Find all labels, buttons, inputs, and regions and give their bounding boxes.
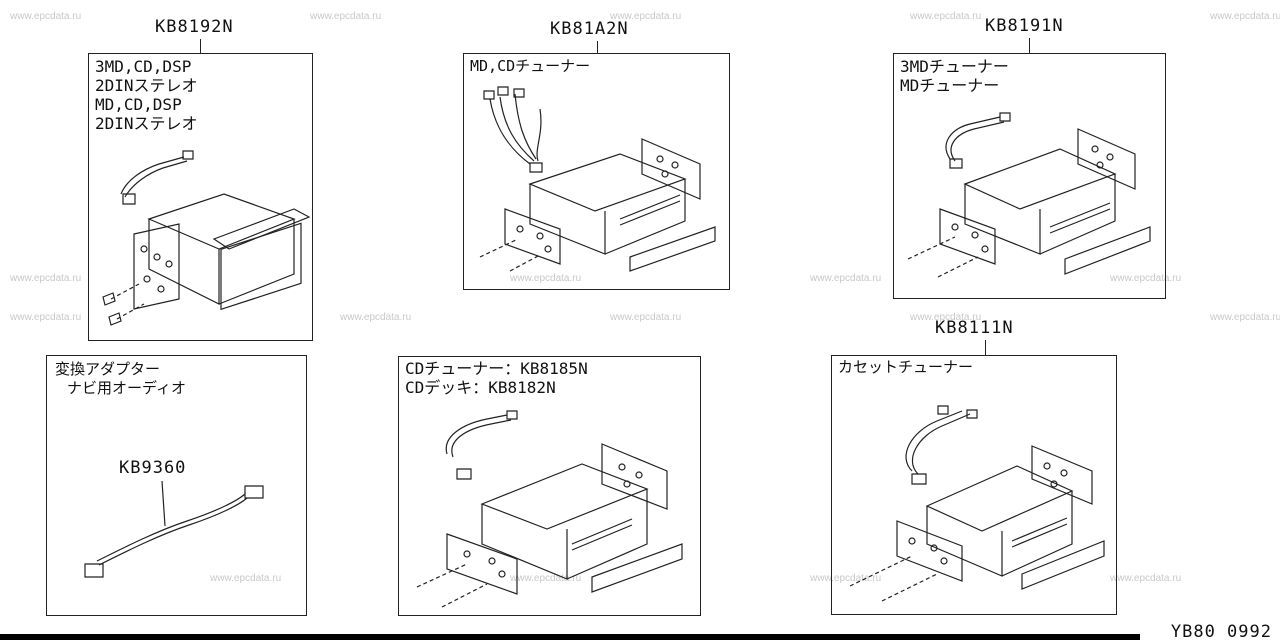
watermark: www.epcdata.ru (810, 273, 882, 284)
part-number-kb8111n: KB8111N (935, 318, 1014, 338)
watermark: www.epcdata.ru (810, 573, 882, 584)
watermark: www.epcdata.ru (10, 273, 82, 284)
watermark: www.epcdata.ru (910, 312, 982, 323)
watermark: www.epcdata.ru (1110, 273, 1182, 284)
double-din-stereo-illustration (99, 139, 304, 334)
panel-cd: CDチューナー：KB8185N CDデッキ：KB8182N (398, 356, 701, 616)
panel-description: 3MD,CD,DSP 2DINステレオ MD,CD,DSP 2DINステレオ (95, 57, 198, 133)
watermark: www.epcdata.ru (10, 312, 82, 323)
part-number-kb8192n: KB8192N (155, 17, 234, 37)
watermark: www.epcdata.ru (510, 273, 582, 284)
part-number-kb81a2n: KB81A2N (550, 19, 629, 39)
description-line: MDチューナー (900, 76, 1000, 95)
description-line: MD,CDチューナー (470, 57, 591, 75)
leader-line (985, 340, 986, 355)
panel-description: CDチューナー：KB8185N CDデッキ：KB8182N (405, 359, 588, 397)
watermark: www.epcdata.ru (1210, 312, 1280, 323)
cd-tuner-illustration (407, 409, 697, 614)
watermark: www.epcdata.ru (10, 11, 82, 22)
description-line: 2DINステレオ (95, 114, 198, 133)
panel-description: 変換アダプター ナビ用オーディオ (55, 360, 186, 398)
watermark: www.epcdata.ru (1210, 11, 1280, 22)
diagram-code: YB80 0992 (1170, 622, 1272, 642)
leader-line (1029, 38, 1030, 53)
description-line: 2DINステレオ (95, 76, 198, 95)
bottom-bar (0, 634, 1140, 640)
watermark: www.epcdata.ru (610, 11, 682, 22)
cassette-tuner-illustration (842, 396, 1112, 611)
description-line: 3MDチューナー (900, 57, 1009, 76)
panel-description: 3MDチューナー MDチューナー (900, 57, 1009, 95)
md-cd-tuner-illustration (470, 79, 725, 284)
watermark: www.epcdata.ru (210, 573, 282, 584)
panel-description: カセットチューナー (838, 358, 973, 377)
part-number-kb8191n: KB8191N (985, 16, 1064, 36)
description-line: 変換アダプター (55, 360, 161, 378)
panel-kb8191n: 3MDチューナー MDチューナー (893, 53, 1166, 299)
panel-kb81a2n: MD,CDチューナー (463, 53, 730, 290)
panel-adapter: 変換アダプター ナビ用オーディオ KB9360 (46, 355, 307, 616)
leader-line (597, 41, 598, 53)
watermark: www.epcdata.ru (610, 312, 682, 323)
panel-kb8111n: カセットチューナー (831, 355, 1117, 615)
adapter-harness-illustration (67, 476, 307, 586)
watermark: www.epcdata.ru (1110, 573, 1182, 584)
watermark: www.epcdata.ru (310, 11, 382, 22)
description-line: ナビ用オーディオ (67, 379, 186, 397)
md-tuner-illustration (900, 109, 1160, 294)
description-line: CDデッキ：KB8182N (405, 378, 556, 397)
leader-line (200, 39, 201, 53)
panel-kb8192n: 3MD,CD,DSP 2DINステレオ MD,CD,DSP 2DINステレオ (88, 53, 313, 341)
part-number-kb9360: KB9360 (119, 458, 187, 478)
panel-description: MD,CDチューナー (470, 57, 590, 76)
watermark: www.epcdata.ru (340, 312, 412, 323)
watermark: www.epcdata.ru (510, 573, 582, 584)
description-line: 3MD,CD,DSP (95, 57, 192, 76)
description-line: MD,CD,DSP (95, 95, 182, 114)
description-line: CDチューナー：KB8185N (405, 359, 588, 378)
description-line: カセットチューナー (838, 358, 974, 376)
watermark: www.epcdata.ru (910, 11, 982, 22)
